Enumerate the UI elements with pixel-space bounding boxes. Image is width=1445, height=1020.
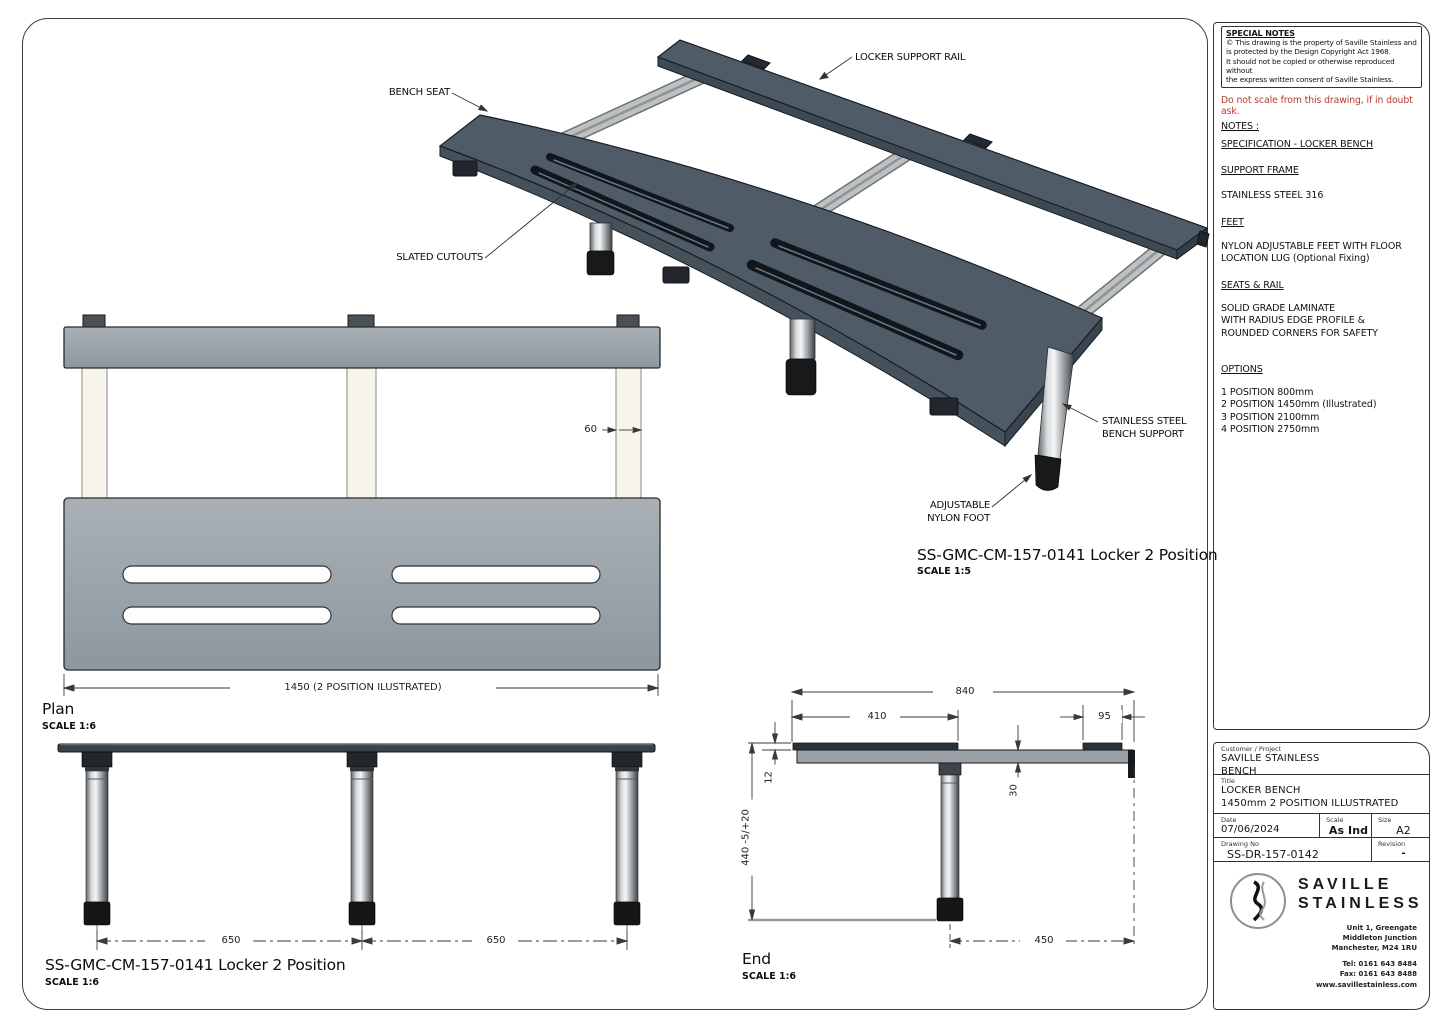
fax-line: Fax: 0161 643 8488 — [1339, 970, 1417, 978]
end-dim-pad: 95 — [1087, 710, 1122, 723]
title-value-line1: LOCKER BENCH — [1221, 785, 1301, 796]
company-name-line2: STAINLESS — [1298, 895, 1423, 912]
revision-cell: Revision - — [1371, 838, 1429, 861]
size-value: A2 — [1396, 824, 1411, 837]
end-rail-end-cap — [1128, 750, 1135, 778]
options-heading: OPTIONS — [1221, 363, 1263, 375]
company-name-line1: SAVILLE — [1298, 876, 1393, 893]
feet-heading: FEET — [1221, 216, 1244, 228]
plan-view-scale: SCALE 1:6 — [42, 721, 97, 732]
label-slated-cutouts: SLATED CUTOUTS — [396, 252, 483, 263]
size-cell: Size A2 — [1371, 814, 1429, 837]
plan-seat — [63, 497, 661, 671]
date-scale-size-row: Date 07/06/2024 Scale As Ind Size A2 — [1214, 814, 1429, 838]
scale-value: As Ind — [1328, 824, 1369, 837]
revision-label: Revision — [1378, 840, 1406, 848]
slated-cutouts-3d — [530, 153, 987, 361]
iso-view-scale: SCALE 1:5 — [917, 566, 972, 577]
plan-legs — [81, 367, 642, 501]
special-notes-box: SPECIAL NOTES © This drawing is the prop… — [1221, 26, 1422, 89]
front-seat-bar — [57, 743, 656, 753]
title-row: Title LOCKER BENCH 1450mm 2 POSITION ILL… — [1214, 775, 1429, 814]
end-dimension-lines — [748, 688, 1145, 948]
end-view-scale: SCALE 1:6 — [742, 971, 797, 982]
option-4: 4 POSITION 2750mm — [1221, 424, 1320, 436]
front-legs — [81, 751, 643, 933]
plan-tabs — [82, 314, 640, 330]
front-view-drawing — [57, 743, 656, 950]
front-view-scale: SCALE 1:6 — [45, 977, 100, 988]
bench-support-legs-3d — [586, 222, 1075, 491]
scale-label: Scale — [1326, 816, 1344, 824]
plan-rail — [63, 326, 661, 369]
end-dim-foot: 450 — [1022, 934, 1066, 947]
front-dim-left: 650 — [209, 934, 253, 947]
title-value-line2: 1450mm 2 POSITION ILLUSTRATED — [1221, 797, 1399, 809]
end-view-drawing — [748, 688, 1145, 948]
iso-view-drawing — [438, 39, 1210, 508]
title-block: Customer / Project SAVILLE STAINLESS BEN… — [1213, 742, 1430, 1010]
plan-view-title: Plan — [42, 700, 75, 718]
date-label: Date — [1221, 816, 1237, 824]
end-rail-bar — [796, 749, 1134, 764]
support-frame-heading: SUPPORT FRAME — [1221, 165, 1299, 177]
plan-slots — [122, 565, 601, 625]
address-line1: Unit 1, Greengate — [1346, 924, 1417, 932]
special-notes-body: © This drawing is the property of Savill… — [1226, 38, 1417, 85]
address-line2: Middleton Junction — [1342, 934, 1417, 942]
seats-rail-heading: SEATS & RAIL — [1221, 279, 1284, 291]
date-value: 07/06/2024 — [1221, 824, 1280, 835]
end-locker-pad — [1082, 742, 1123, 751]
size-label: Size — [1378, 816, 1392, 824]
option-3: 3 POSITION 2100mm — [1221, 411, 1320, 423]
end-dim-seat: 410 — [855, 710, 899, 723]
company-area: SAVILLE STAINLESS Unit 1, Greengate Midd… — [1214, 862, 1429, 1009]
plan-view-drawing — [62, 314, 661, 696]
label-bench-seat: BENCH SEAT — [388, 87, 450, 98]
end-leg — [936, 762, 964, 922]
drawing-area-border — [22, 18, 1208, 1010]
special-notes-title: SPECIAL NOTES — [1226, 29, 1295, 38]
front-view-title: SS-GMC-CM-157-0141 Locker 2 Position — [45, 956, 346, 974]
title-label: Title — [1221, 777, 1235, 785]
customer-value-line1: SAVILLE STAINLESS — [1221, 753, 1320, 764]
option-1: 1 POSITION 800mm — [1221, 386, 1314, 398]
drawing-no-label: Drawing No — [1221, 840, 1259, 848]
plan-dim-leg: 60 — [563, 423, 599, 436]
end-dim-height: 440 -5/+20 — [739, 799, 753, 876]
support-frame-body: STAINLESS STEEL 316 — [1221, 190, 1324, 202]
end-dim-overall: 840 — [943, 685, 987, 698]
notes-panel: SPECIAL NOTES © This drawing is the prop… — [1213, 22, 1430, 730]
company-logo — [1230, 873, 1286, 929]
option-2: 2 POSITION 1450mm (Illustrated) — [1221, 399, 1377, 411]
drawing-no-row: Drawing No SS-DR-157-0142 Revision - — [1214, 838, 1429, 862]
drawing-no-value: SS-DR-157-0142 — [1227, 848, 1319, 861]
customer-value-line2: BENCH — [1221, 765, 1257, 777]
seats-rail-body: SOLID GRADE LAMINATE WITH RADIUS EDGE PR… — [1221, 302, 1379, 339]
locker-support-rail-3d — [656, 39, 1210, 260]
end-view-title: End — [742, 950, 771, 968]
plan-dim-overall: 1450 (2 POSITION ILUSTRATED) — [230, 681, 496, 694]
label-nylon-foot: ADJUSTABLE NYLON FOOT — [927, 500, 990, 524]
callout-leader-lines — [451, 56, 1099, 508]
customer-label: Customer / Project — [1221, 745, 1282, 753]
web-line: www.savillestainless.com — [1315, 981, 1417, 989]
front-dimension-lines — [95, 931, 629, 950]
end-seat-bar — [792, 742, 959, 751]
label-bench-support: STAINLESS STEEL BENCH SUPPORT — [1102, 416, 1187, 440]
scale-cell: Scale As Ind — [1319, 814, 1371, 837]
tel-line: Tel: 0161 643 8484 — [1342, 960, 1417, 968]
iso-view-title: SS-GMC-CM-157-0141 Locker 2 Position — [917, 546, 1218, 564]
address-line3: Manchester, M24 1RU — [1331, 944, 1417, 952]
do-not-scale-warning: Do not scale from this drawing, if in do… — [1221, 95, 1413, 118]
customer-row: Customer / Project SAVILLE STAINLESS BEN… — [1214, 743, 1429, 777]
front-dim-right: 650 — [474, 934, 518, 947]
spec-heading: SPECIFICATION - LOCKER BENCH — [1221, 139, 1374, 151]
end-dim-rail-thickness: 30 — [1007, 777, 1021, 804]
end-dim-seat-thickness: 12 — [762, 764, 776, 791]
label-locker-support-rail: LOCKER SUPPORT RAIL — [855, 52, 966, 63]
notes-heading: NOTES : — [1221, 121, 1259, 133]
feet-body: NYLON ADJUSTABLE FEET WITH FLOOR LOCATIO… — [1221, 240, 1402, 265]
revision-value: - — [1401, 848, 1406, 859]
